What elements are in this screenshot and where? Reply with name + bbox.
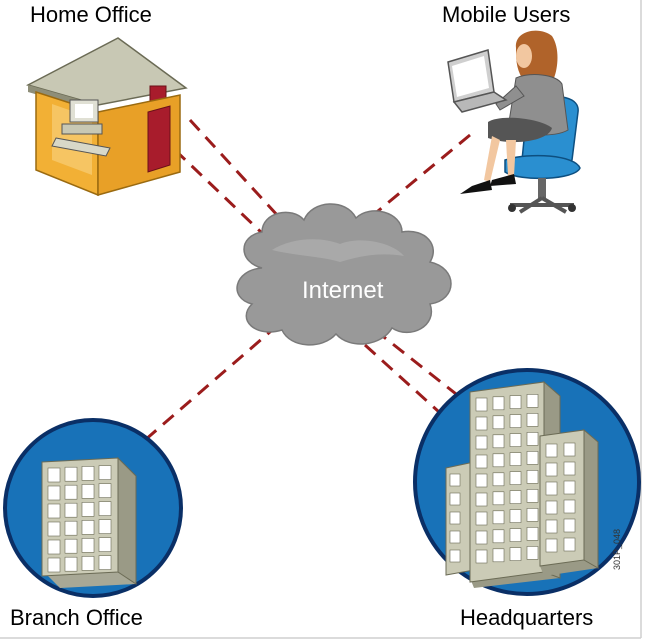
building-window <box>475 416 488 431</box>
building-window <box>81 502 95 517</box>
building-window <box>545 500 558 515</box>
building-window <box>475 530 488 545</box>
link-home-office-1 <box>188 118 302 242</box>
building-window <box>509 414 522 428</box>
building-window <box>492 529 505 544</box>
building-window <box>492 491 505 506</box>
building-window <box>449 473 461 487</box>
building-window <box>563 518 576 533</box>
building-window <box>47 539 61 555</box>
building-window <box>47 521 61 537</box>
building-window <box>98 537 112 552</box>
link-headquarters-1 <box>374 328 471 407</box>
building-window <box>509 395 522 409</box>
building-window <box>545 462 558 477</box>
building-window <box>492 415 505 430</box>
building-window <box>492 472 505 487</box>
internet-cloud-icon <box>236 203 452 346</box>
mobile-users-label: Mobile Users <box>442 2 571 27</box>
building-window <box>64 538 78 554</box>
headquarters-icon <box>413 368 641 596</box>
building-window <box>47 467 61 483</box>
branch-office-label: Branch Office <box>10 605 143 630</box>
building-window <box>98 501 112 516</box>
building-window <box>492 434 505 449</box>
building-window <box>475 454 488 469</box>
building-window <box>81 466 95 481</box>
building-window <box>81 520 95 535</box>
building-window <box>64 502 78 518</box>
building-window <box>81 556 95 571</box>
building-window <box>563 442 576 457</box>
branch-office-icon <box>3 418 183 598</box>
link-branch-office <box>144 323 279 442</box>
building-window <box>475 473 488 488</box>
building-window <box>64 466 78 482</box>
internet-label: Internet <box>302 277 384 304</box>
building-window <box>47 485 61 501</box>
building-window <box>98 483 112 498</box>
building-window <box>509 452 522 466</box>
building-window <box>449 549 461 563</box>
building-window <box>526 451 539 465</box>
building-window <box>492 453 505 468</box>
building-window <box>526 546 539 560</box>
building-window <box>545 481 558 496</box>
building-window <box>475 492 488 507</box>
building-window <box>526 508 539 522</box>
building-window <box>98 519 112 534</box>
building-window <box>475 549 488 564</box>
building-window <box>475 511 488 526</box>
building-window <box>492 396 505 411</box>
building-window <box>64 484 78 500</box>
building-window <box>64 556 78 572</box>
building-window <box>509 509 522 523</box>
mobile-user-icon <box>447 30 581 214</box>
building-window <box>545 519 558 534</box>
building-window <box>64 520 78 536</box>
building-window <box>449 530 461 544</box>
building-window <box>526 394 539 408</box>
building-window <box>545 443 558 458</box>
building-window <box>81 538 95 553</box>
building-window <box>509 528 522 542</box>
building-window <box>98 465 112 480</box>
building-window <box>545 538 558 553</box>
building-window <box>509 471 522 485</box>
building-window <box>526 489 539 503</box>
home-office-icon <box>25 37 188 197</box>
building-window <box>81 484 95 499</box>
figure-code: 301P_048 <box>612 528 622 570</box>
building-window <box>475 435 488 450</box>
building-window <box>509 547 522 561</box>
building-window <box>526 432 539 446</box>
building-window <box>47 503 61 519</box>
headquarters-label: Headquarters <box>460 605 594 630</box>
building-window <box>98 555 112 570</box>
building-window <box>492 548 505 563</box>
home-office-label: Home Office <box>30 2 152 27</box>
building-window <box>526 470 539 484</box>
building-window <box>475 397 488 412</box>
building-window <box>563 461 576 476</box>
building-window <box>509 490 522 504</box>
building-window <box>509 433 522 447</box>
building-window <box>563 537 576 552</box>
building-window <box>526 413 539 427</box>
building-window <box>47 557 61 573</box>
building-window <box>563 480 576 495</box>
building-window <box>449 492 461 506</box>
building-window <box>526 527 539 541</box>
building-window <box>563 499 576 514</box>
building-window <box>492 510 505 525</box>
building-window <box>449 511 461 525</box>
